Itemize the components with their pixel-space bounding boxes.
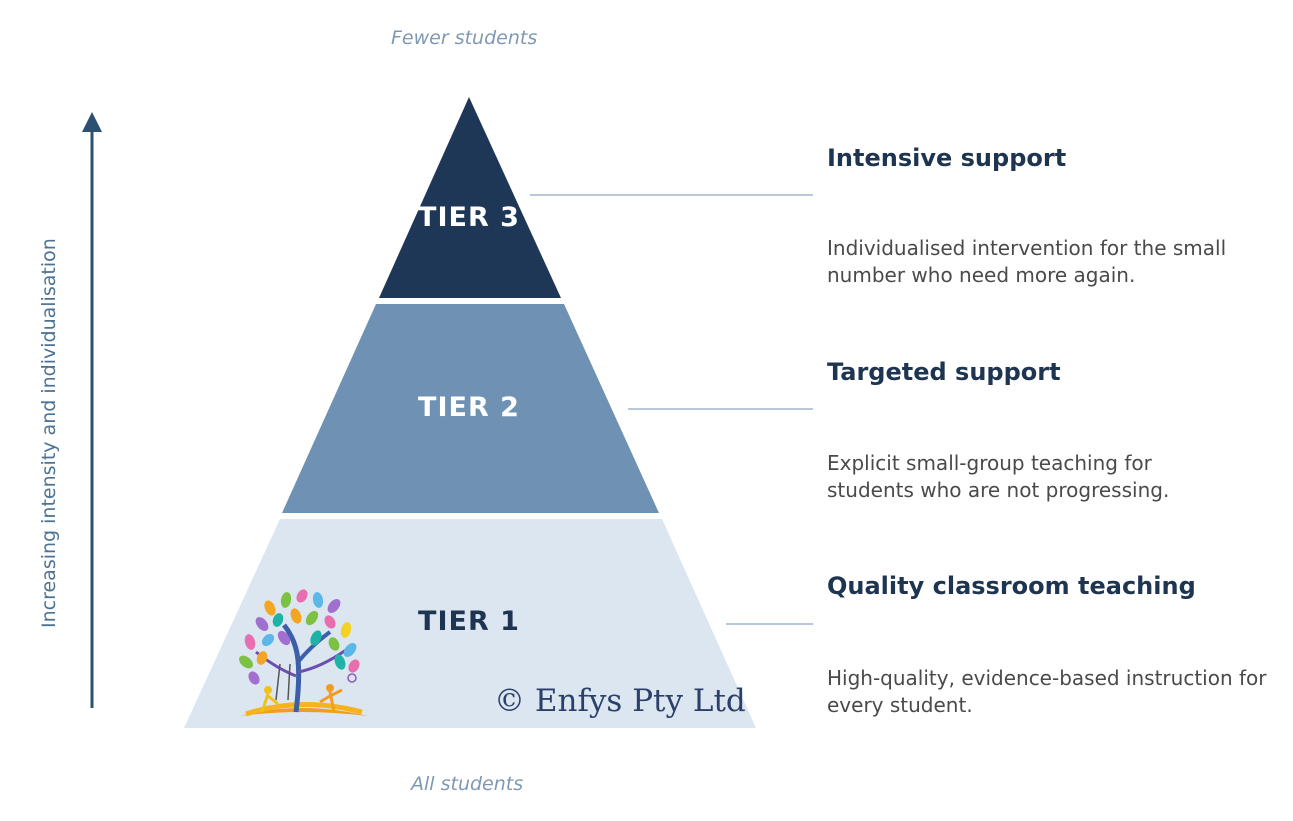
- tier-2-title: Targeted support: [827, 358, 1061, 386]
- tier-1-label: TIER 1: [418, 606, 520, 637]
- tier-2-label: TIER 2: [418, 392, 520, 423]
- enfys-tree-logo: [239, 589, 368, 717]
- tier-1-description: High-quality, evidence-based instruction…: [827, 666, 1267, 717]
- bottom-caption: All students: [411, 773, 524, 795]
- tier-3-shape: [379, 97, 561, 298]
- intensity-arrow-head: [82, 112, 102, 132]
- tier-2-shape: [282, 304, 659, 513]
- tier-1-title: Quality classroom teaching: [827, 572, 1196, 600]
- tier-3-title: Intensive support: [827, 144, 1067, 172]
- tier-3-description: Individualised intervention for the smal…: [827, 236, 1227, 287]
- top-caption: Fewer students: [391, 27, 538, 49]
- copyright-watermark: © Enfys Pty Ltd: [494, 683, 746, 719]
- tier-2-description: Explicit small-group teaching for studen…: [827, 451, 1170, 502]
- axis-label: Increasing intensity and individualisati…: [38, 238, 60, 628]
- tier-3-label: TIER 3: [418, 202, 520, 233]
- tier-1-shape: [184, 519, 756, 728]
